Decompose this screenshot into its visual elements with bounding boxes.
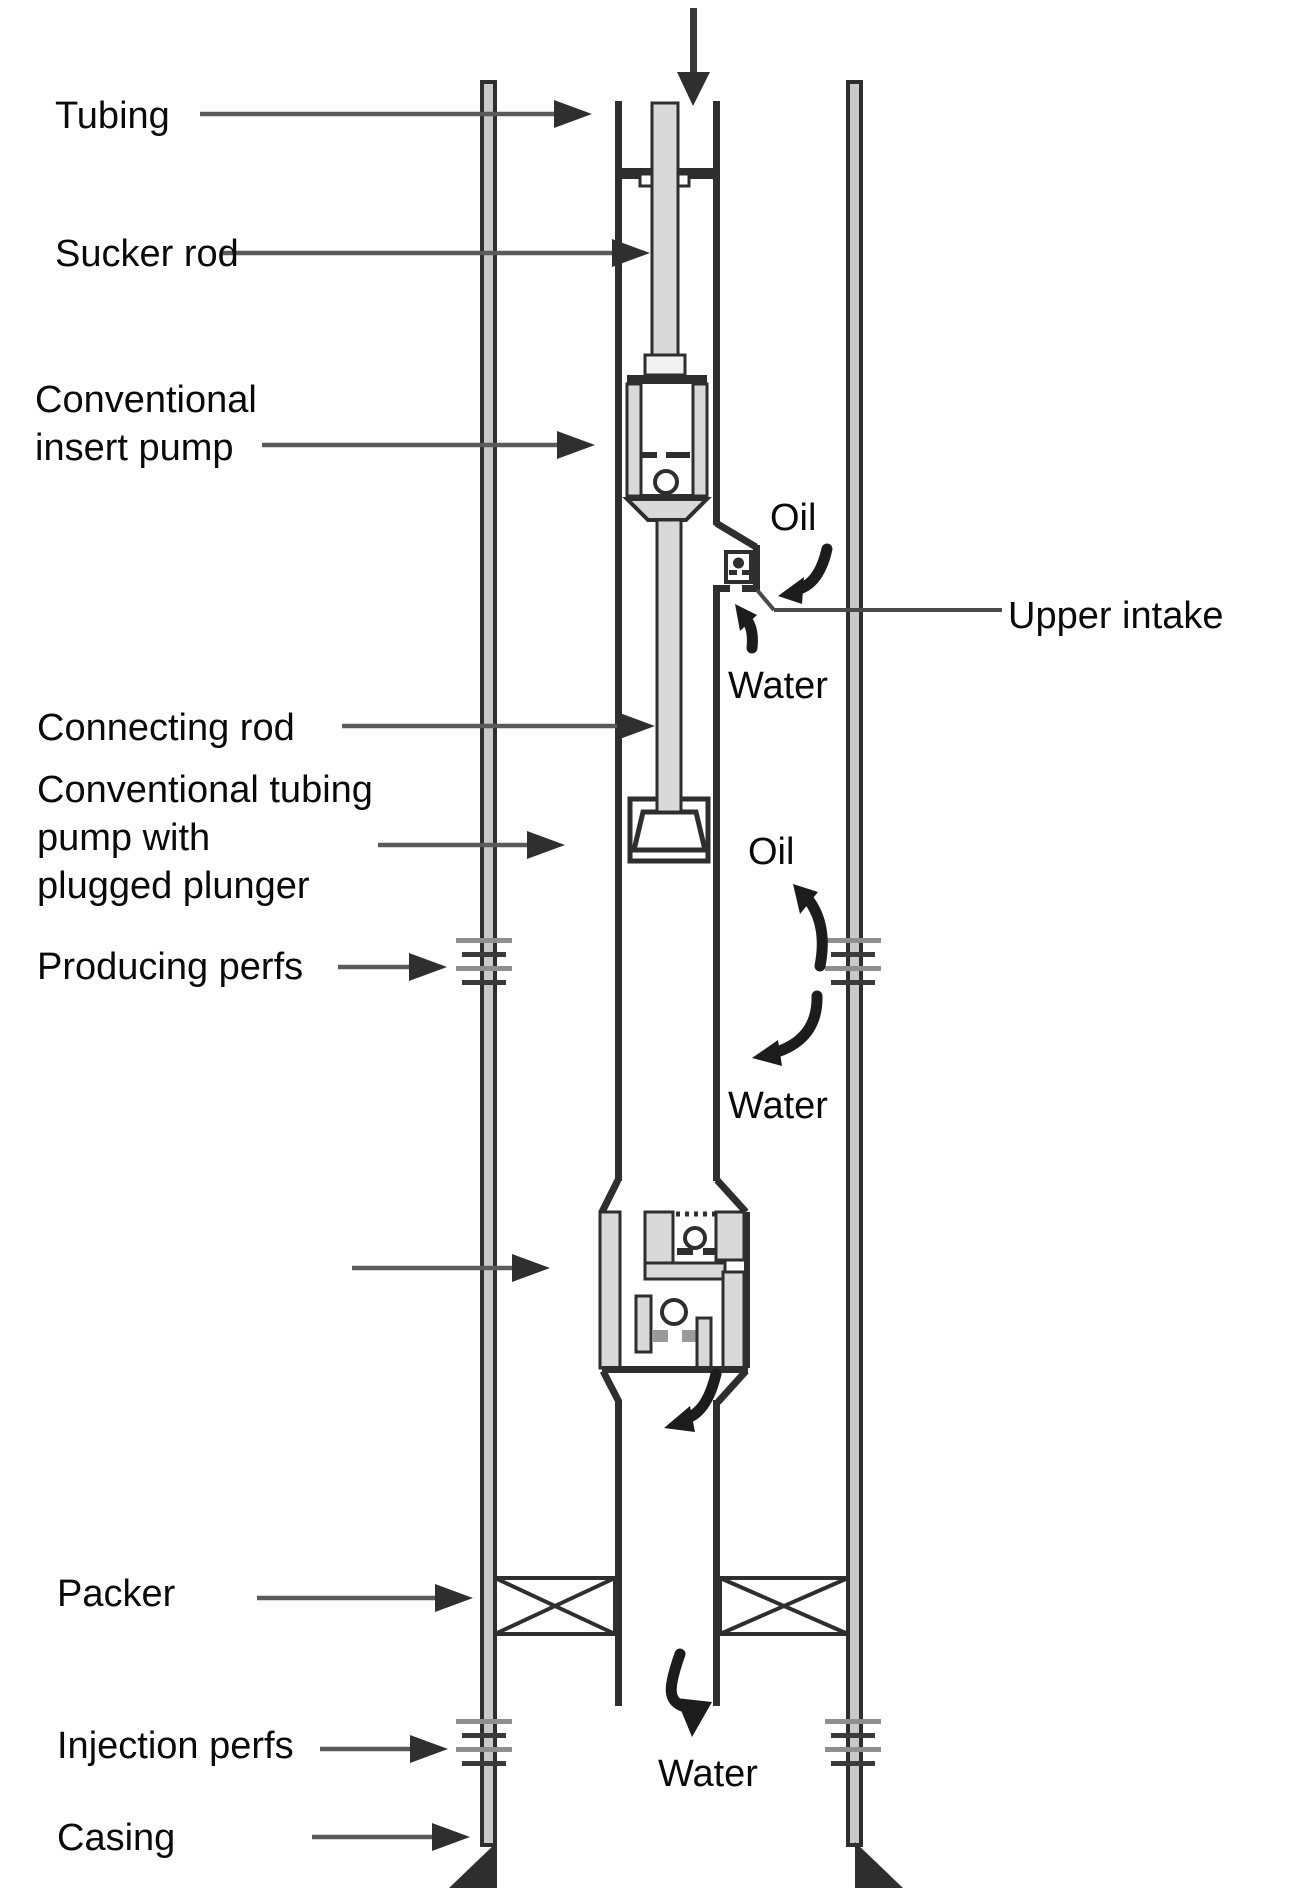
sucker-rod-label: Sucker rod — [55, 233, 239, 275]
pump-block-top-left — [643, 1210, 675, 1272]
seating-notch-left — [638, 172, 654, 188]
connecting-rod-label: Connecting rod — [37, 707, 295, 749]
insert-pump-arrow — [262, 431, 595, 459]
pump-flare-top-left — [598, 1178, 622, 1214]
packer — [493, 1576, 850, 1636]
oil-mid-label: Oil — [748, 831, 795, 873]
insert-pump-valve-ball — [653, 469, 679, 495]
connecting-rod-bar — [655, 518, 683, 814]
intake-valve-ball — [733, 557, 744, 569]
left-casing — [449, 80, 497, 1888]
insert-pump-top-cap — [627, 375, 707, 384]
oil-into-intake-arrow-icon — [778, 543, 833, 604]
pump-mid-left-bar — [634, 1294, 653, 1354]
tubing-arrow — [200, 100, 592, 128]
intake-seat-left — [729, 570, 737, 575]
casing-arrow — [312, 1823, 470, 1851]
conventional-insert-pump — [622, 375, 712, 522]
plugged-plunger — [630, 809, 709, 853]
producing-perfs-arrow — [338, 953, 447, 981]
water-injected-down-arrow-icon — [665, 1648, 712, 1737]
connecting-rod-arrow — [342, 712, 655, 740]
travelling-valve-seat-right — [666, 452, 690, 458]
sucker-rod-assembly — [643, 101, 687, 377]
intake-seat-right — [742, 570, 750, 575]
tubing-pump-label: Conventional tubing pump with plugged pl… — [37, 769, 373, 907]
pump-flare-top-right — [714, 1177, 749, 1215]
packer-left-box — [493, 1576, 617, 1636]
pump-lower-ball — [660, 1298, 688, 1326]
oil-upper-label: Oil — [770, 497, 817, 539]
water-up-arrow-icon — [735, 604, 758, 654]
pump-right-bar — [721, 1270, 746, 1370]
pump-block-top-right — [714, 1210, 746, 1262]
travelling-valve-seat-left — [641, 452, 657, 458]
oil-rising-arrow-icon — [793, 884, 828, 972]
casing-label: Casing — [57, 1817, 176, 1859]
right-casing-line — [846, 80, 863, 1847]
producing-perfs-right — [825, 938, 881, 985]
seating-ledge-right — [678, 168, 720, 179]
injection-perfs-right — [825, 1719, 881, 1766]
injection-perfs-label: Injection perfs — [57, 1725, 294, 1767]
insert-pump-bottom-taper — [622, 497, 712, 522]
tubing-label: Tubing — [55, 95, 170, 137]
producing-perfs-label: Producing perfs — [37, 946, 304, 988]
pump-cross-bar — [643, 1261, 727, 1281]
right-casing — [846, 80, 903, 1888]
pump-outer-left — [598, 1210, 622, 1370]
left-casing-shoe — [449, 1842, 497, 1888]
pump-upper-ball — [683, 1226, 707, 1250]
upper-intake-leader — [755, 588, 1002, 612]
insert-pump-label: Conventional insert pump — [35, 379, 257, 469]
tubing-pump-arrow — [378, 831, 565, 859]
intake-valve-box — [724, 550, 753, 584]
pump-upper-seat-right — [703, 1248, 717, 1255]
intake-top-diagonal — [714, 519, 758, 551]
left-casing-line — [480, 80, 497, 1847]
packer-arrow — [257, 1584, 473, 1612]
producing-perfs-left — [456, 938, 512, 985]
lower-pump-arrow — [352, 1254, 550, 1282]
pump-flare-bottom-left — [599, 1369, 623, 1404]
upper-intake-assembly — [713, 519, 760, 592]
pump-lower-seat-left — [652, 1330, 668, 1342]
sucker-rod-arrow — [222, 239, 650, 267]
pump-lower-seat-right — [682, 1330, 698, 1342]
water-mid-label: Water — [728, 1085, 828, 1127]
pump-upper-seat-left — [677, 1248, 693, 1255]
insert-pump-right-wall — [691, 382, 709, 498]
pump-outlet-water-arrow-icon — [664, 1368, 722, 1432]
water-upper-label: Water — [728, 665, 828, 707]
right-casing-shoe — [855, 1842, 903, 1888]
water-bottom-label: Water — [658, 1753, 758, 1795]
tubing-pump-assembly — [627, 796, 711, 864]
rod-stroke-down-arrow-icon — [677, 8, 710, 106]
packer-right-box — [718, 1576, 850, 1636]
pump-flare-bottom-right — [715, 1368, 749, 1405]
pump-inner-bar — [695, 1316, 713, 1370]
water-turning-down-arrow-icon — [752, 990, 823, 1066]
injection-perfs-arrow — [320, 1735, 448, 1763]
seating-ledge-left — [615, 168, 652, 179]
rod-coupling — [643, 353, 687, 377]
insert-pump-left-wall — [625, 382, 643, 498]
injection-perfs-left — [456, 1719, 512, 1766]
upper-intake-label: Upper intake — [1008, 595, 1224, 637]
lower-pump-assembly — [598, 1177, 750, 1405]
standing-valve-seat — [641, 494, 693, 499]
packer-label: Packer — [57, 1573, 176, 1615]
pump-bottom-line — [602, 1366, 748, 1373]
sucker-rod-bar — [650, 101, 680, 357]
